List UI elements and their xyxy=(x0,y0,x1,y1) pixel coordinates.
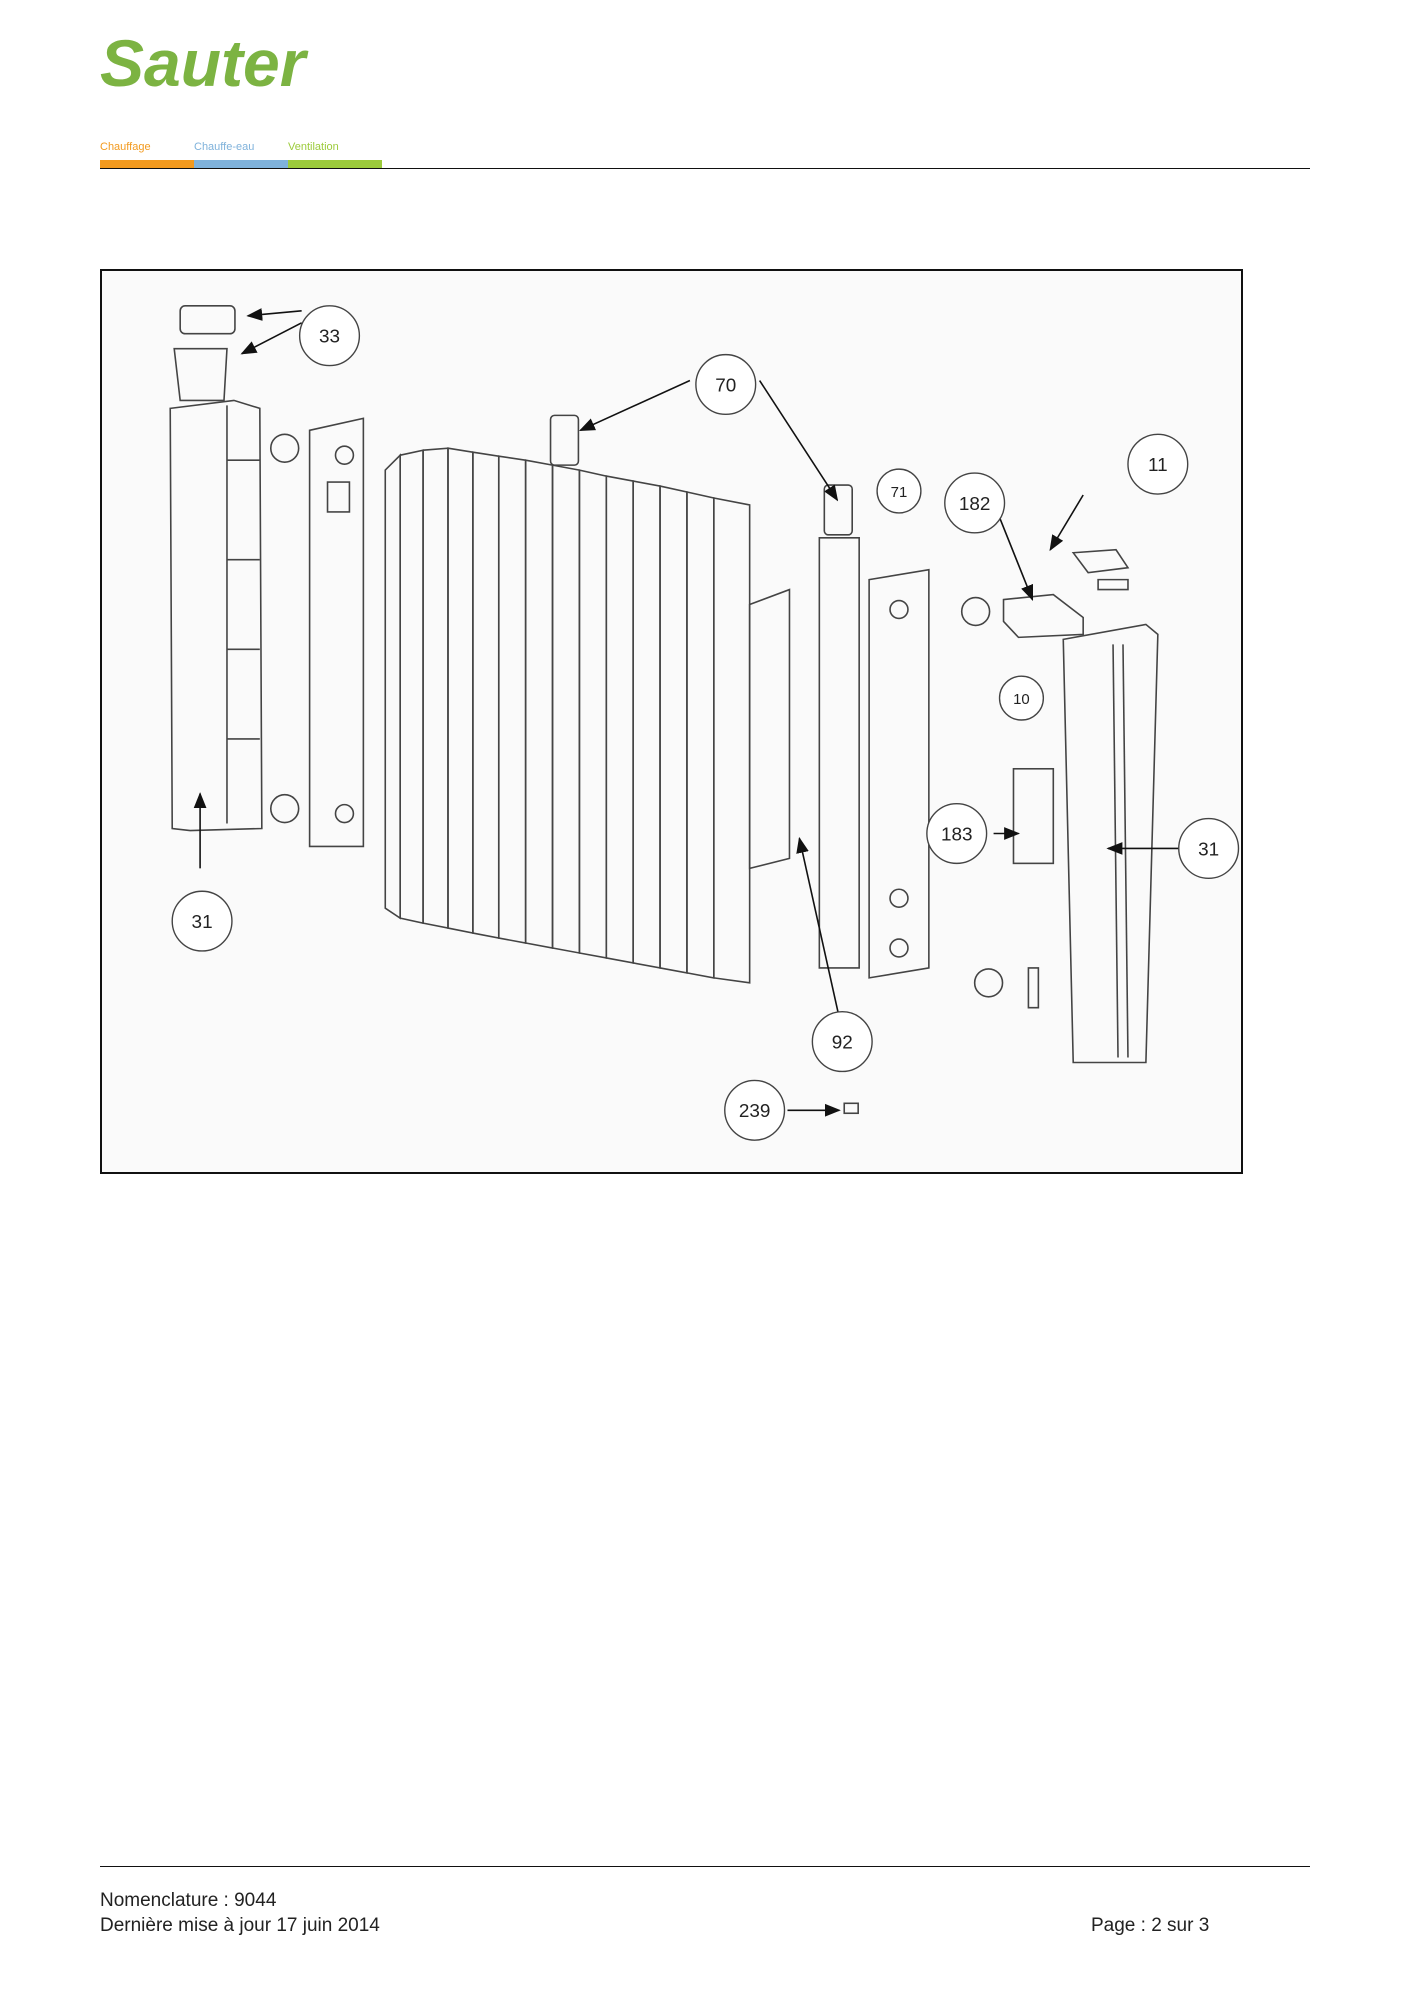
left-bracket xyxy=(308,417,365,848)
footer-rule xyxy=(100,1866,1310,1867)
electronics-183 xyxy=(1012,767,1055,865)
callout-92: 92 xyxy=(832,1033,853,1054)
module-182 xyxy=(1002,593,1084,639)
cap-box xyxy=(173,347,228,402)
nomenclature: Nomenclature : 9044 xyxy=(100,1890,277,1911)
page-number: Page : 2 sur 3 xyxy=(1091,1915,1210,1936)
header-rule xyxy=(100,168,1310,169)
radiator-body xyxy=(384,447,751,984)
callout-239: 239 xyxy=(739,1101,771,1122)
callout-70: 70 xyxy=(715,375,736,396)
callout-71: 71 xyxy=(891,484,908,501)
callout-33: 33 xyxy=(319,327,340,348)
right-bracket xyxy=(868,568,930,979)
callout-182: 182 xyxy=(959,494,991,515)
category-ventilation: Ventilation xyxy=(288,140,382,168)
left-side-panel xyxy=(169,399,263,832)
last-updated: Dernière mise à jour 17 juin 2014 xyxy=(100,1915,380,1936)
logo-text: Sauter xyxy=(100,26,309,100)
plate-11 xyxy=(1071,548,1130,574)
category-chauffage: Chauffage xyxy=(100,140,194,168)
bracket-70-right xyxy=(823,484,853,536)
callout-10: 10 xyxy=(1013,691,1030,708)
right-side-panel xyxy=(1062,623,1159,1064)
callout-31-left: 31 xyxy=(192,912,213,933)
callout-31-right: 31 xyxy=(1198,839,1219,860)
sauter-logo: Sauter xyxy=(100,26,309,100)
heating-element xyxy=(748,588,791,870)
cap-top xyxy=(179,305,236,335)
category-chauffe-eau: Chauffe-eau xyxy=(194,140,288,168)
callout-183: 183 xyxy=(941,824,973,845)
exploded-view-diagram: 33 70 71 182 11 10 183 31 31 92 239 xyxy=(100,269,1243,1174)
callout-11: 11 xyxy=(1148,455,1168,476)
bracket-70-left xyxy=(549,414,580,466)
clip-239 xyxy=(843,1102,859,1115)
